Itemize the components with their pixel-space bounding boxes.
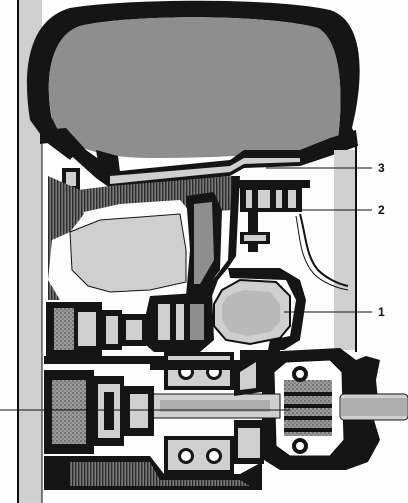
drive-shaft [339,393,408,421]
axle-shaft [149,393,281,419]
upper-bearing [164,352,234,390]
lower-bearing [164,436,234,474]
callout-2: 2 [272,203,385,217]
callout-label-2: 2 [378,203,385,217]
wheel-cylinder [236,180,310,212]
callout-label-3: 3 [378,161,385,175]
right-wall [334,146,357,352]
cv-joint [262,348,380,470]
adjuster-bolt [240,212,270,252]
wheel-rim [40,128,358,188]
backing-plate [200,176,306,350]
hub-body [140,292,214,352]
tire [26,0,360,160]
callout-label-1: 1 [378,305,385,319]
steering-knuckle [213,278,291,346]
brake-line [295,213,349,291]
hub-nut-lower [44,370,154,454]
callout-1: 1 [284,305,385,319]
brake-shoe [69,192,222,296]
callout-3: 3 [266,161,385,175]
lower-housing [44,420,264,490]
hub-nut-upper [46,302,146,356]
upper-right-frame [234,352,262,396]
